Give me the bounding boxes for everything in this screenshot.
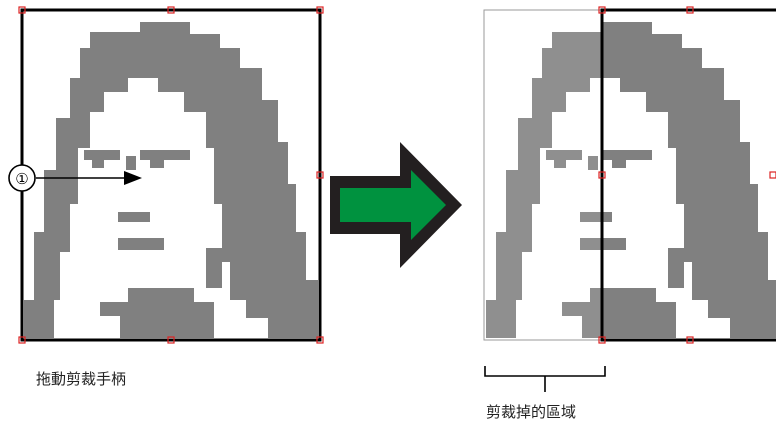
crop-handle-icon[interactable]: [316, 6, 324, 14]
cropped-region-bracket: [484, 366, 606, 392]
crop-handle-icon[interactable]: [316, 171, 324, 179]
right-arrow-icon: [330, 142, 462, 268]
crop-handle-icon[interactable]: [686, 6, 694, 14]
callout-circle: [8, 164, 36, 192]
drag-arrow-head-icon: [124, 171, 142, 185]
crop-handle-icon[interactable]: [686, 336, 694, 344]
cropped-region-label: 剪裁掉的區域: [486, 403, 577, 421]
right-crop-frame: [600, 8, 776, 342]
crop-handle-icon[interactable]: [167, 336, 175, 344]
crop-handle-icon[interactable]: [167, 6, 175, 14]
crop-handle-icon[interactable]: [316, 336, 324, 344]
crop-handle-icon[interactable]: [598, 171, 606, 179]
right-panel: [483, 6, 776, 392]
crop-handle-icon[interactable]: [18, 6, 26, 14]
left-panel: ①: [8, 6, 324, 344]
crop-handle-icon[interactable]: [598, 336, 606, 344]
callout-number: ①: [15, 170, 28, 188]
crop-handle-icon[interactable]: [18, 336, 26, 344]
left-portrait: [24, 22, 318, 338]
right-crop-handles: [598, 6, 776, 344]
crop-handle-icon[interactable]: [598, 6, 606, 14]
drag-handle-label: 拖動剪裁手柄: [36, 370, 127, 388]
crop-handle-icon[interactable]: [769, 171, 776, 179]
